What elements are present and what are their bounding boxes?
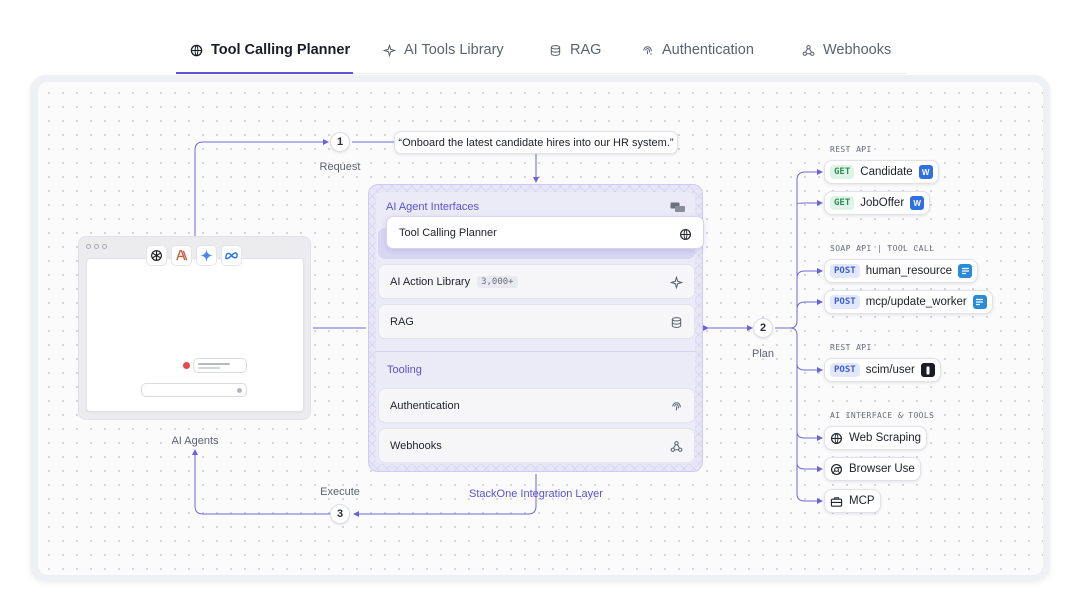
tab-label: Tool Calling Planner	[211, 42, 351, 58]
tab-label: AI Tools Library	[404, 42, 504, 58]
step-execute-badge: 3	[330, 504, 350, 524]
tab-ai-tools-library[interactable]: AI Tools Library	[383, 38, 504, 62]
item-ai-action-library[interactable]: AI Action Library 3,000+	[378, 264, 695, 299]
ai-agents-label: AI Agents	[171, 435, 219, 447]
fingerprint-icon	[643, 45, 652, 55]
anthropic-icon	[171, 245, 192, 266]
endpoint-name: human_resource	[865, 265, 952, 277]
browser-icon	[830, 463, 843, 475]
database-icon	[550, 44, 561, 56]
tab-label: Webhooks	[823, 42, 892, 58]
tool-browser-use[interactable]: Browser Use	[824, 457, 921, 481]
openai-icon	[146, 245, 167, 266]
toolbox-icon	[830, 496, 843, 507]
tool-name: MCP	[849, 495, 875, 507]
item-label: Authentication	[390, 399, 460, 412]
method-badge: GET	[830, 165, 855, 179]
meta-icon	[221, 245, 242, 266]
endpoint-name: mcp/update_worker	[865, 296, 967, 308]
workday-icon: W	[918, 165, 933, 179]
item-webhooks[interactable]: Webhooks	[378, 428, 695, 463]
step-plan-badge: 2	[753, 318, 773, 338]
tool-web-scraping[interactable]: Web Scraping	[824, 426, 928, 450]
item-label: Webhooks	[390, 439, 442, 452]
fingerprint-icon	[672, 402, 681, 411]
endpoint-get-candidate[interactable]: GET Candidate W	[824, 160, 939, 184]
globe-icon	[679, 228, 692, 241]
window-controls	[86, 244, 107, 249]
integration-layer-label: StackOne Integration Layer	[469, 488, 603, 500]
send-icon	[237, 387, 242, 393]
document-app-icon	[958, 264, 972, 278]
chat-input[interactable]	[141, 383, 247, 397]
tooling-title: Tooling	[387, 364, 422, 376]
endpoint-post-scim-user[interactable]: POST scim/user	[824, 358, 941, 382]
webhook-icon	[670, 441, 683, 452]
method-badge: POST	[830, 295, 860, 309]
interfaces-title: AI Agent Interfaces	[386, 201, 479, 213]
tool-mcp[interactable]: MCP	[824, 489, 881, 513]
section-soap-api: SOAP API | TOOL CALL	[830, 244, 935, 253]
item-label: RAG	[390, 315, 414, 328]
identity-app-icon	[920, 363, 935, 377]
tool-name: Web Scraping	[849, 432, 922, 444]
recording-indicator	[183, 362, 190, 369]
endpoint-post-human-resource[interactable]: POST human_resource	[824, 259, 978, 283]
item-label: AI Action Library	[390, 275, 471, 288]
globe-icon	[830, 432, 843, 444]
endpoint-name: JobOffer	[860, 197, 905, 209]
request-label: Request	[319, 161, 361, 173]
item-tool-calling-planner[interactable]: Tool Calling Planner	[386, 216, 704, 249]
item-rag[interactable]: RAG	[378, 304, 695, 339]
step-request-badge: 1	[330, 132, 350, 152]
section-rest-api-2: REST API	[830, 343, 872, 352]
item-authentication[interactable]: Authentication	[378, 388, 695, 423]
endpoint-post-update-worker[interactable]: POST mcp/update_worker	[824, 290, 993, 314]
endpoint-name: Candidate	[860, 166, 913, 178]
tool-name: Browser Use	[849, 463, 915, 475]
workday-icon: W	[910, 196, 925, 210]
gemini-icon	[196, 245, 217, 266]
database-icon	[671, 317, 682, 328]
tab-tool-calling-planner[interactable]: Tool Calling Planner	[190, 38, 350, 62]
active-tab-indicator	[176, 72, 353, 74]
section-ai-tools: AI INTERFACE & TOOLS	[830, 411, 935, 420]
sparkle-icon	[670, 276, 683, 289]
sparkle-icon	[383, 43, 396, 57]
tab-label: Authentication	[662, 42, 754, 58]
tab-bar: Tool Calling Planner AI Tools Library RA…	[0, 28, 1080, 74]
tab-bar-divider	[176, 73, 906, 74]
plan-label: Plan	[751, 348, 775, 360]
execute-label: Execute	[320, 486, 360, 498]
endpoint-get-joboffer[interactable]: GET JobOffer W	[824, 191, 931, 215]
method-badge: POST	[830, 363, 860, 377]
hub-divider	[376, 351, 695, 352]
webhook-icon	[802, 44, 815, 56]
library-count-badge: 3,000+	[477, 275, 518, 288]
document-app-icon	[972, 295, 987, 309]
globe-icon	[190, 44, 203, 56]
panel-stack-icon	[670, 202, 685, 212]
item-label: Tool Calling Planner	[399, 226, 497, 239]
tab-label: RAG	[570, 42, 602, 58]
tab-authentication[interactable]: Authentication	[641, 38, 754, 62]
endpoint-name: scim/user	[865, 364, 915, 376]
chat-message-bubble	[193, 358, 247, 373]
tab-webhooks[interactable]: Webhooks	[802, 38, 891, 62]
agent-logos	[146, 245, 242, 266]
method-badge: POST	[830, 264, 860, 278]
tab-rag[interactable]: RAG	[549, 38, 601, 62]
section-rest-api: REST API	[830, 145, 872, 154]
prompt-bubble: “Onboard the latest candidate hires into…	[394, 131, 678, 154]
method-badge: GET	[830, 196, 855, 210]
